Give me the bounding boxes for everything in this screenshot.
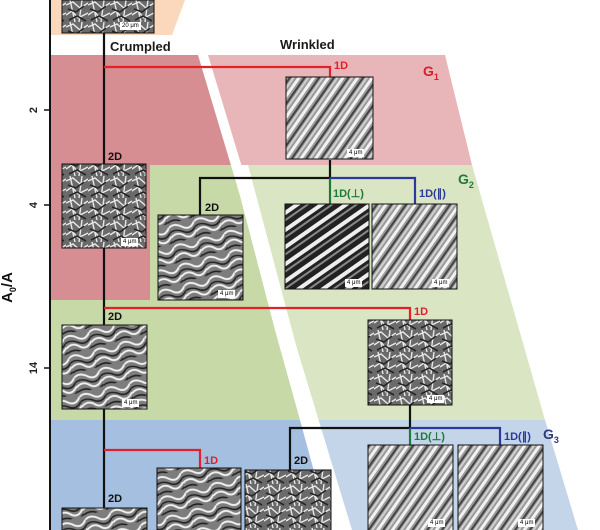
branch-label-par-g3: 1D(∥): [504, 431, 531, 443]
scale-bar-g3-perp: 4 μm: [428, 519, 446, 527]
g1-crumpled-band: [50, 55, 232, 165]
branch-label-2d-crumpled-g1: 2D: [108, 151, 123, 163]
micrograph-g1-wrinkled: [285, 76, 374, 160]
tree-connectors: [102, 33, 502, 510]
branch-label-1d-g1: 1D: [334, 60, 349, 72]
micrograph-g3-crumpled: [61, 507, 148, 530]
group-label-g1: G1: [423, 63, 439, 82]
y-axis-title-tail: /A: [0, 272, 16, 288]
scale-bar-g2-par: 4 μm: [432, 279, 450, 287]
y-tick-4: 4: [28, 201, 41, 209]
micrograph-g2-crumpled: [61, 163, 147, 249]
scale-bar-g2-crumpled: 4 μm: [121, 238, 139, 246]
branch-2d-g2: [198, 176, 330, 215]
crumpled-header: Crumpled: [110, 39, 171, 54]
branch-1d-g1: [104, 65, 332, 78]
branch-1d-g3: [104, 448, 202, 468]
branch-par-g2: [330, 176, 417, 204]
y-tick-2: 2: [28, 106, 41, 114]
scale-bar-g1-wrinkled: 4 μm: [347, 149, 365, 157]
micrograph-g2-par: [371, 203, 458, 290]
y-axis: [44, 0, 51, 530]
branch-par-g3: [410, 426, 502, 445]
branch-label-1d-g2: 1D: [414, 306, 429, 318]
branch-label-2d-crumpled-g2: 2D: [108, 311, 123, 323]
g1-sub: 1: [433, 72, 439, 82]
y-tick-14: 14: [28, 361, 41, 375]
scale-bar-g2-1d: 4 μm: [427, 395, 445, 403]
branch-2d-g3: [288, 426, 410, 470]
micrograph-g3-2d: [244, 469, 332, 530]
g3-main: G: [543, 426, 554, 442]
micrograph-g3-1d: [156, 467, 242, 530]
micrograph-g2-lower: [61, 324, 148, 410]
micrograph-g2-2d: [157, 214, 244, 301]
group-label-g2: G2: [458, 171, 474, 190]
g2-sub: 2: [468, 180, 474, 190]
branch-label-perp-g3: 1D(⊥): [414, 431, 445, 443]
branch-1d-g2: [104, 306, 412, 320]
micrograph-g3-perp: [367, 444, 454, 530]
branch-label-perp-g2: 1D(⊥): [333, 188, 364, 200]
scale-bar-g2-2d: 4 μm: [218, 290, 236, 298]
branch-label-2d-g3: 2D: [294, 455, 309, 467]
g2-main: G: [458, 171, 469, 187]
micrograph-g2-1d: [367, 319, 453, 406]
g3-sub: 3: [553, 435, 559, 445]
branch-label-1d-g3: 1D: [204, 455, 219, 467]
branch-label-2d-g2: 2D: [205, 202, 220, 214]
g1-main: G: [423, 63, 434, 79]
scale-bar-g3-par: 4 μm: [518, 519, 536, 527]
white-separator: [198, 55, 352, 530]
branch-label-2d-crumpled-g3: 2D: [108, 493, 123, 505]
micrograph-g2-perp: [284, 203, 370, 290]
scale-bar-g2-lower: 4 μm: [122, 399, 140, 407]
micrograph-g3-par: [457, 444, 544, 530]
y-axis-title-a: A: [0, 292, 16, 303]
micrograph-panels: [61, 0, 544, 530]
scale-bar-top: 20 μm: [120, 22, 141, 30]
group-label-g3: G3: [543, 426, 559, 445]
y-axis-title-sub: 0: [7, 287, 18, 293]
wrinkled-header: Wrinkled: [280, 37, 335, 52]
y-axis-title: A0/A: [0, 272, 18, 303]
scale-bar-g2-perp: 4 μm: [345, 279, 363, 287]
branch-label-par-g2: 1D(∥): [419, 188, 446, 200]
